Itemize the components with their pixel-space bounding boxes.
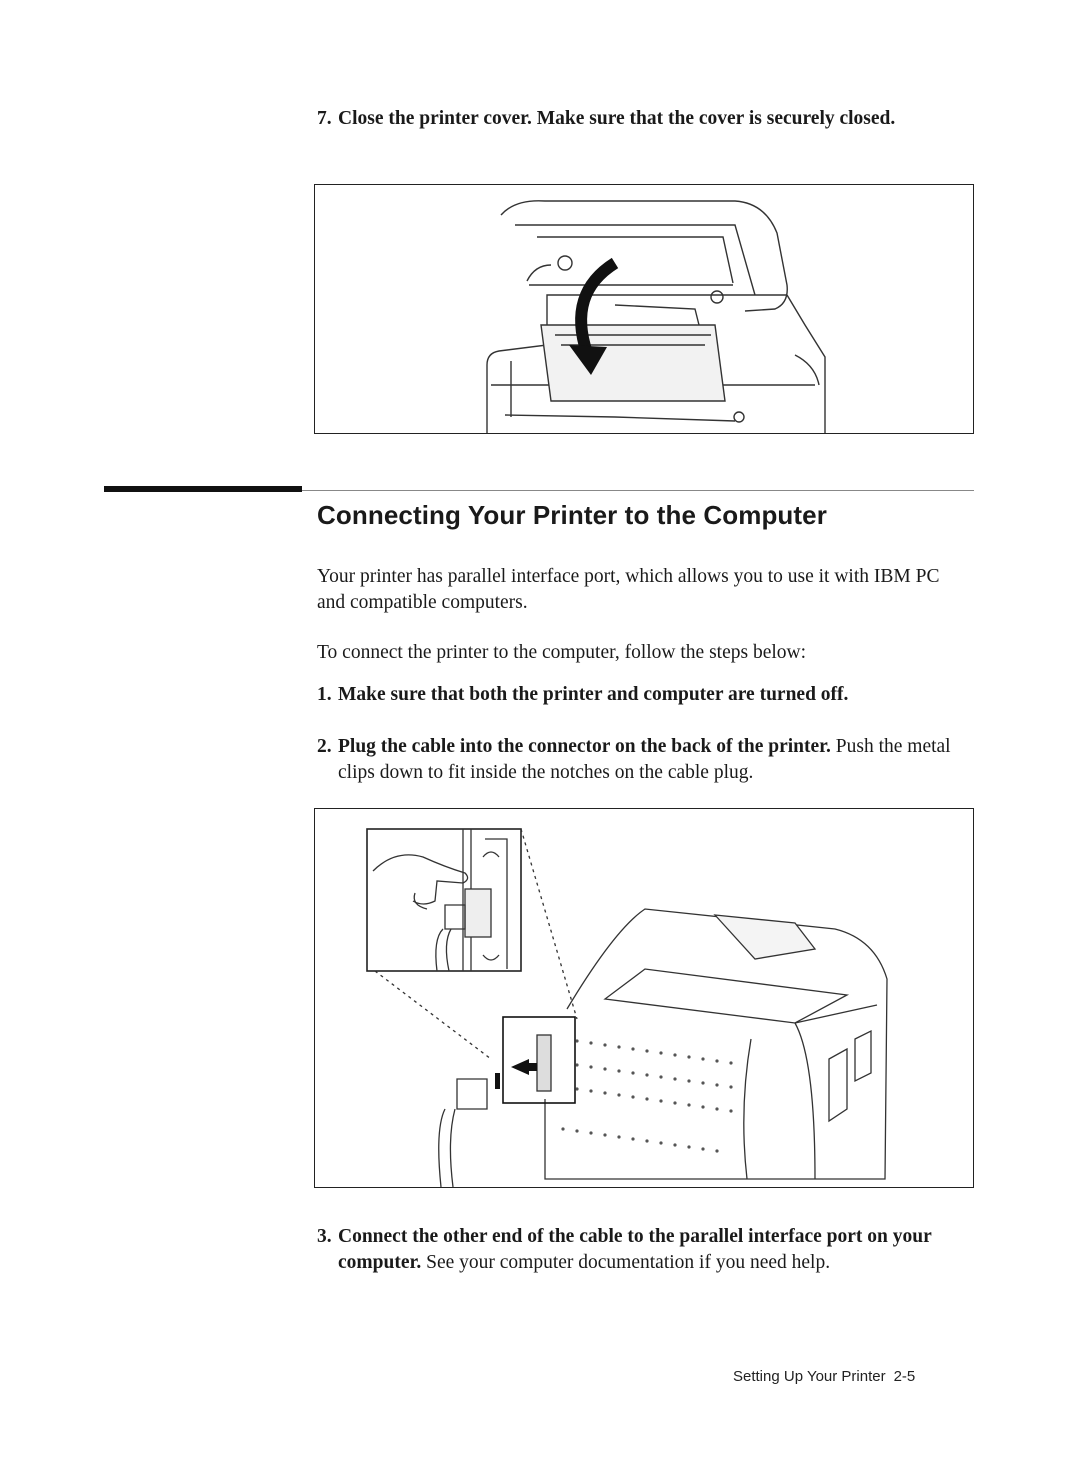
section-rule-thin xyxy=(302,490,974,491)
step-bold-text: Make sure that both the printer and comp… xyxy=(338,684,849,705)
cable-connection-figure xyxy=(314,808,974,1188)
printer-cover-figure xyxy=(314,184,974,434)
step-number: 3. xyxy=(317,1226,332,1247)
step-3: 3. Connect the other end of the cable to… xyxy=(317,1224,977,1276)
step-number: 2. xyxy=(317,736,332,757)
step-number: 7. xyxy=(317,108,332,129)
section-intro: Your printer has parallel interface port… xyxy=(317,566,940,613)
step-bold-text: Close the printer cover. Make sure that … xyxy=(338,108,896,129)
step-7: 7. Close the printer cover. Make sure th… xyxy=(317,106,977,132)
step-1: 1. Make sure that both the printer and c… xyxy=(317,682,977,708)
section-heading: Connecting Your Printer to the Computer xyxy=(317,500,827,530)
step-normal-text: See your computer documentation if you n… xyxy=(421,1252,831,1273)
footer-text: Setting Up Your Printer xyxy=(733,1368,886,1385)
section-rule-thick xyxy=(104,486,302,492)
section-lead: To connect the printer to the computer, … xyxy=(317,642,807,663)
step-bold-text: Plug the cable into the connector on the… xyxy=(338,736,831,757)
step-2: 2. Plug the cable into the connector on … xyxy=(317,734,977,786)
step-bold-text: Connect the other end of the cable to th… xyxy=(338,1226,932,1273)
page-footer: Setting Up Your Printer 2-5 xyxy=(733,1368,923,1385)
step-number: 1. xyxy=(317,684,332,705)
page-number: 2-5 xyxy=(893,1368,916,1385)
step-normal-text: Push the metal clips down to fit inside … xyxy=(338,736,951,783)
